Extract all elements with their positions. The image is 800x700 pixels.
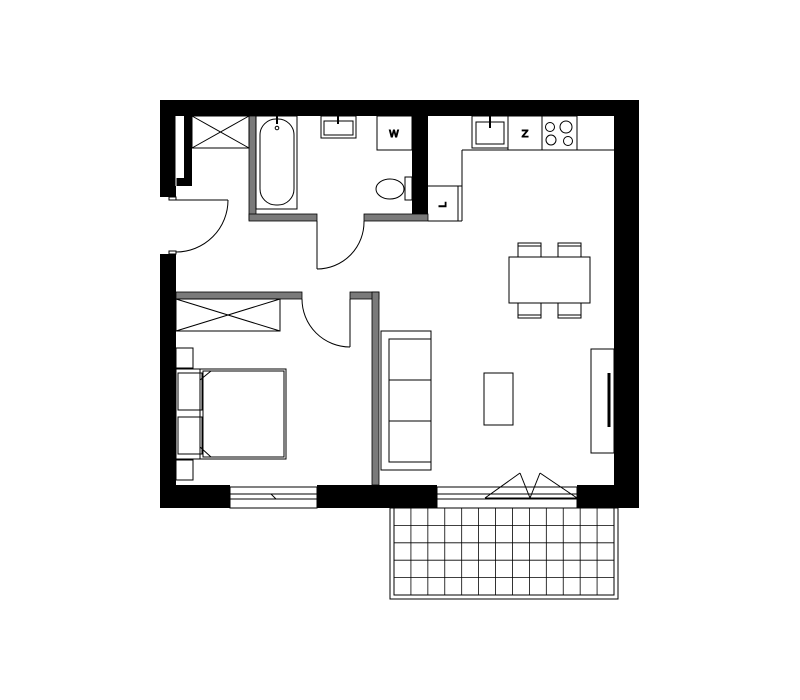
wall-right	[614, 100, 639, 508]
cooktop	[541, 115, 578, 151]
window-bedroom	[229, 486, 318, 509]
bedroom-wardrobe	[175, 298, 281, 332]
exterior-walls	[160, 100, 639, 508]
sofa	[380, 330, 432, 471]
living-room	[380, 242, 615, 471]
wall-bottom-middle	[317, 485, 437, 508]
fridge: Z	[507, 115, 543, 151]
bedroom	[175, 298, 287, 481]
balcony	[389, 507, 619, 600]
wall-bottom-right	[577, 485, 639, 508]
washer: W	[376, 115, 413, 151]
wall-left-upper	[160, 100, 176, 197]
cabinet-label: L	[438, 202, 449, 208]
bath-wall-bottom-right	[363, 213, 429, 222]
wall-left-lower	[160, 254, 176, 508]
balcony-door	[484, 472, 578, 499]
washbasin	[320, 115, 357, 139]
bath-kitchen-wall	[412, 116, 428, 214]
interior-partitions	[175, 115, 429, 486]
bedroom-wall-right	[371, 291, 380, 486]
balcony-inner	[393, 507, 615, 596]
entry-wardrobe	[191, 115, 250, 149]
double-bed	[175, 347, 287, 481]
bathroom-fixtures: W	[255, 115, 413, 210]
tv-cabinet	[590, 348, 615, 454]
dining-table	[508, 242, 591, 319]
entrance-door	[168, 196, 229, 255]
bedroom-wall-top	[175, 291, 303, 300]
coffee-table	[483, 372, 514, 426]
bathtub	[255, 115, 298, 210]
bath-wall-left	[248, 115, 257, 221]
balcony-outer	[389, 507, 619, 600]
washer-label: W	[389, 129, 399, 140]
balcony-tiles	[394, 508, 614, 595]
toilet	[375, 176, 413, 201]
wall-bottom-left	[160, 485, 230, 508]
kitchen-sink	[471, 115, 509, 149]
kitchen: L Z	[428, 115, 614, 222]
fridge-label: Z	[522, 129, 529, 140]
bathroom-door	[316, 220, 365, 270]
bath-wall-bottom-left	[248, 213, 318, 222]
shaft-void	[176, 116, 184, 178]
doors	[168, 196, 578, 499]
bedroom-door	[301, 298, 351, 348]
wall-top	[160, 100, 639, 116]
